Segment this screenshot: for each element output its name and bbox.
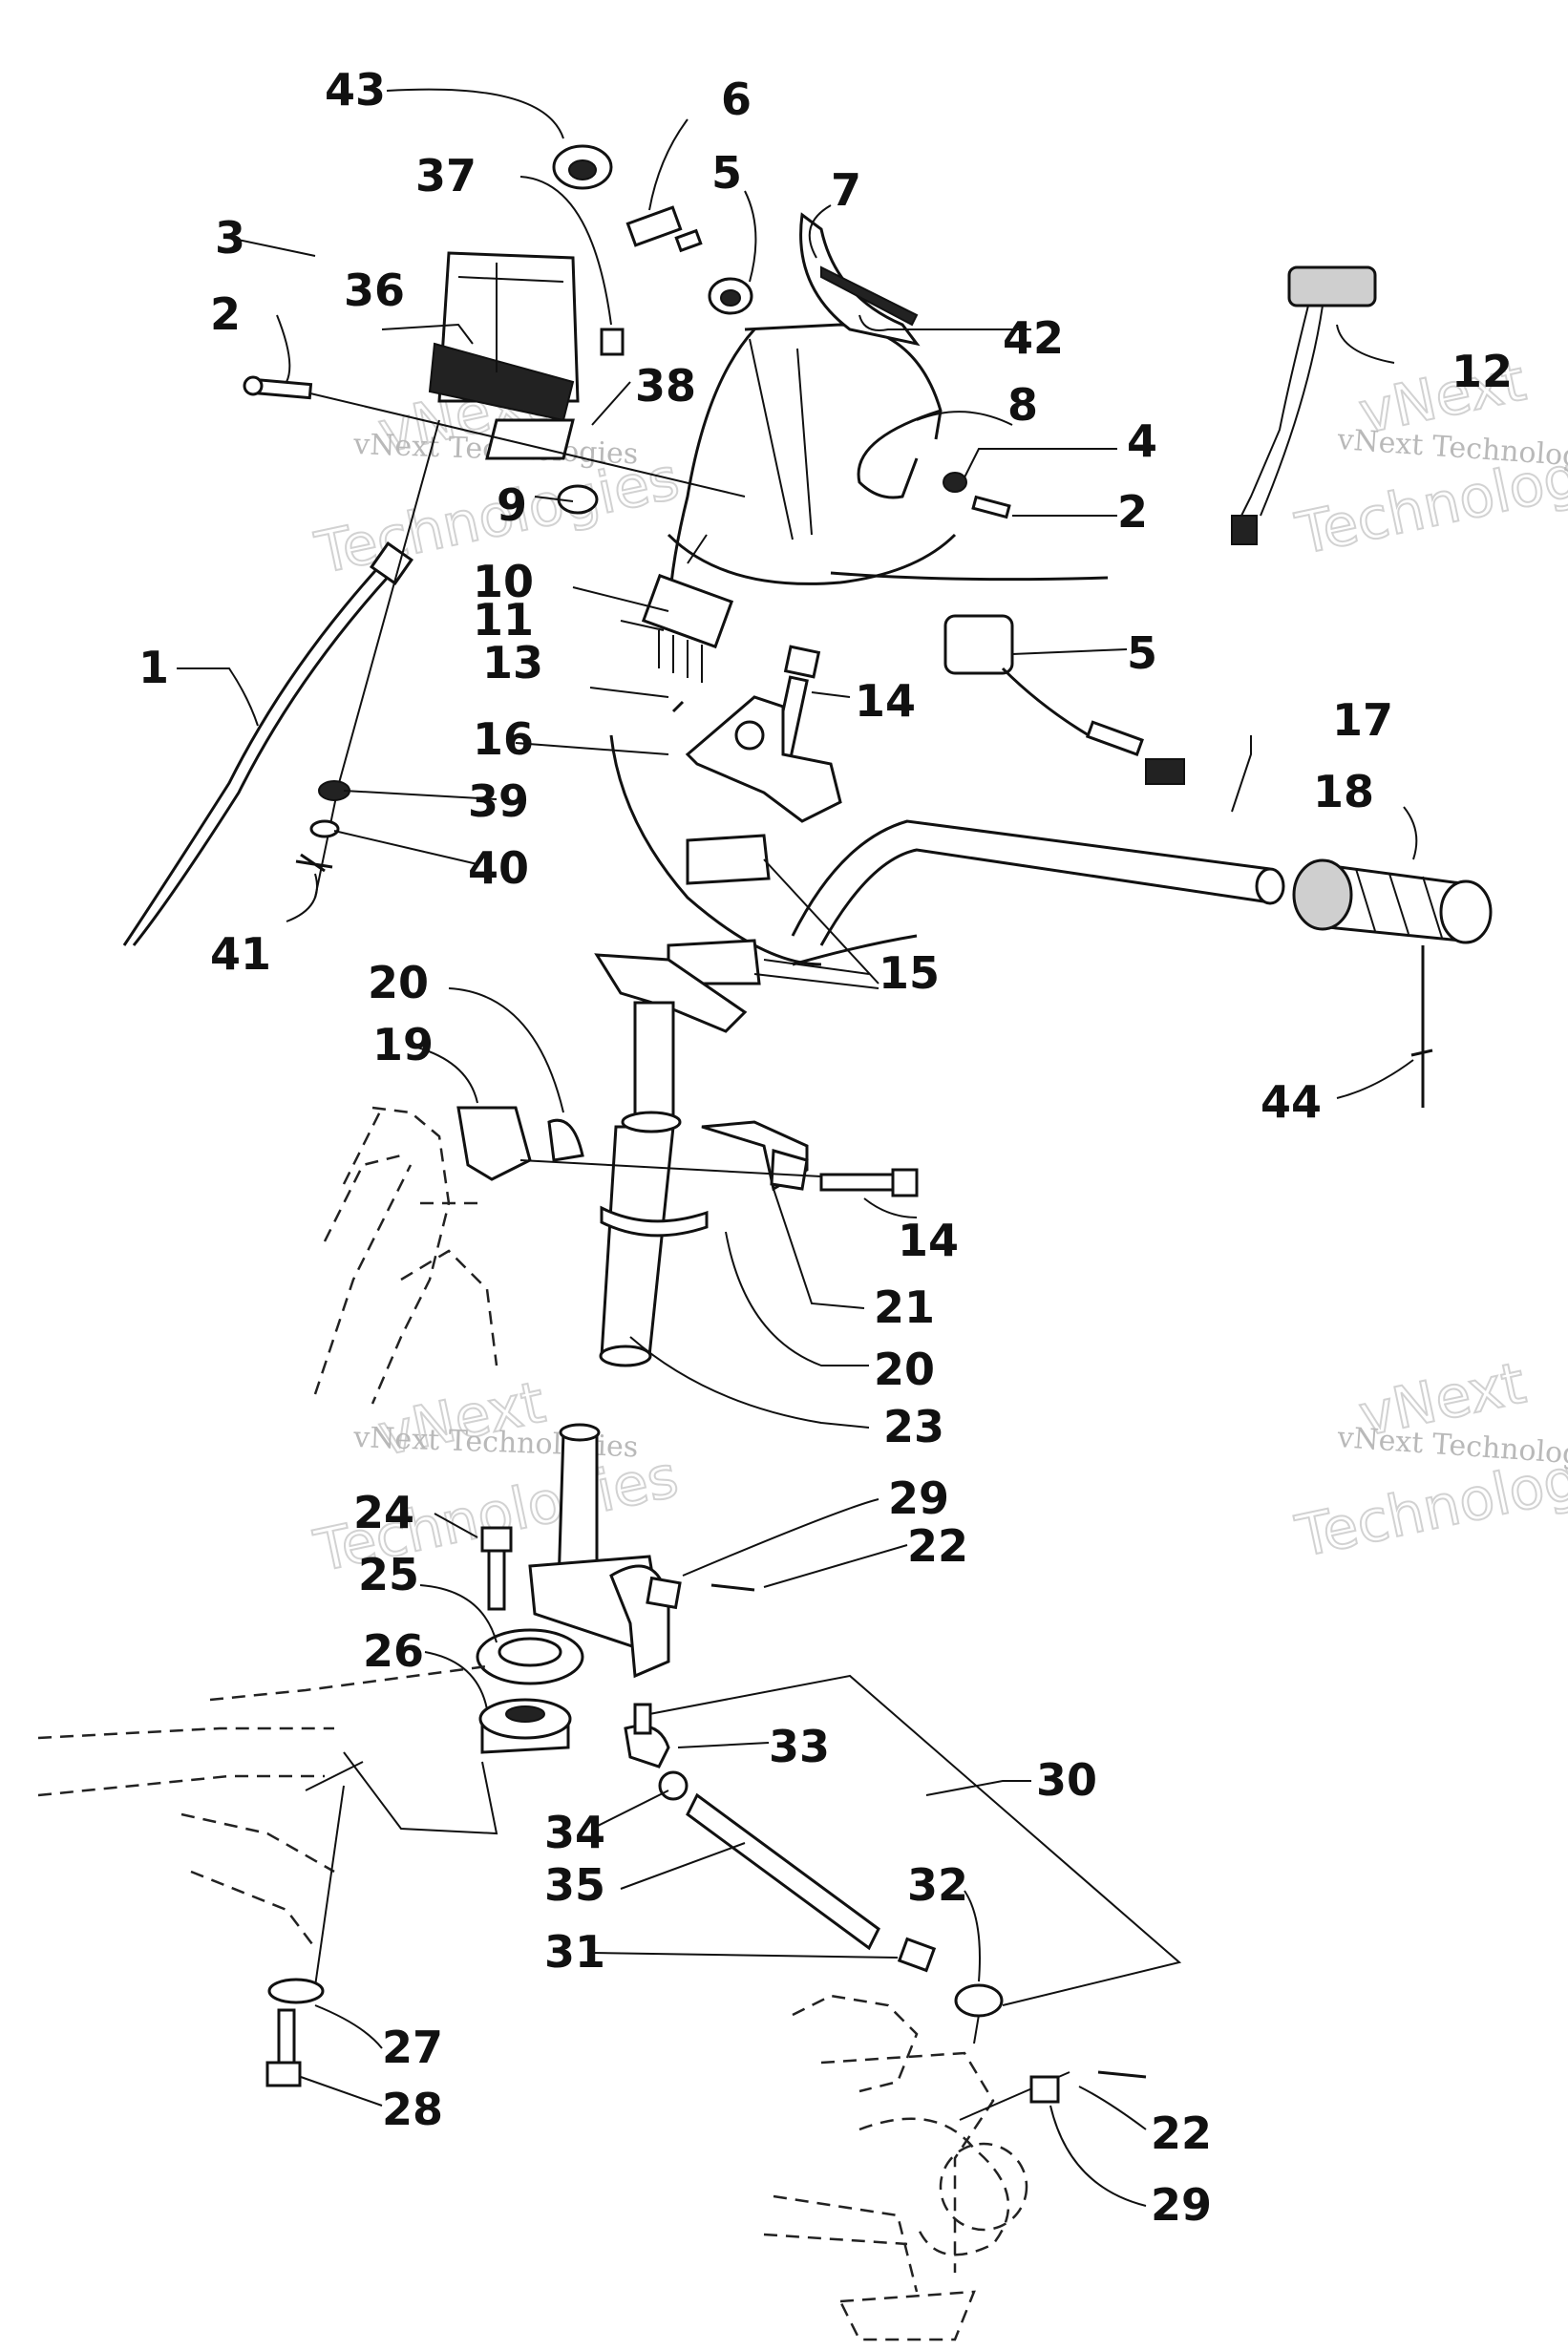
trim-piece [799, 212, 921, 347]
label-21: 21 [874, 1281, 935, 1333]
label-3: 3 [215, 212, 245, 264]
label-40: 40 [468, 842, 529, 894]
label-30: 30 [1036, 1754, 1097, 1806]
pin-part [671, 700, 685, 713]
label-28: 28 [382, 2084, 443, 2135]
label-11: 11 [473, 594, 534, 646]
label-34: 34 [544, 1807, 605, 1858]
label-2a: 2 [210, 288, 241, 340]
instrument-pod [428, 251, 580, 460]
label-37: 37 [415, 150, 477, 201]
label-9: 9 [497, 479, 527, 531]
bolt-24 [480, 1526, 513, 1611]
label-25: 25 [358, 1549, 419, 1600]
grip-part [1292, 858, 1493, 944]
pin-nut-lower [1029, 2070, 1147, 2104]
speedometer-cable [122, 541, 413, 946]
label-43: 43 [325, 64, 386, 116]
harness-part [1231, 265, 1377, 545]
label-20a: 20 [368, 957, 429, 1008]
frame-dashed-lower [37, 1664, 488, 1949]
label-35: 35 [544, 1859, 605, 1911]
label-33: 33 [769, 1721, 830, 1772]
washer-right [943, 472, 967, 493]
console-outline [609, 323, 1109, 966]
washer-bolt-lower [265, 1978, 325, 2087]
steering-post-upper [594, 953, 748, 1367]
fastener-stack [295, 419, 440, 899]
spindle-dashed [763, 1994, 1070, 2341]
label-23: 23 [883, 1401, 944, 1452]
connector-part [641, 534, 734, 683]
label-39: 39 [468, 775, 529, 827]
label-14b: 14 [898, 1215, 959, 1266]
label-29a: 29 [888, 1472, 949, 1524]
handlebar-part [791, 819, 1285, 946]
label-38: 38 [635, 360, 696, 412]
label-31: 31 [544, 1926, 605, 1978]
label-24: 24 [353, 1487, 414, 1538]
label-5b: 5 [1127, 627, 1157, 679]
label-22a: 22 [907, 1520, 968, 1572]
label-17: 17 [1332, 694, 1393, 746]
label-18: 18 [1313, 766, 1374, 817]
frame-dashed-upper [313, 1106, 498, 1405]
label-16: 16 [473, 713, 534, 765]
switch-part [943, 614, 1185, 785]
label-12: 12 [1451, 346, 1513, 397]
label-14a: 14 [855, 675, 916, 727]
bolt-left [243, 375, 746, 498]
watermark-company-cut: vNext Technolog [1335, 423, 1568, 474]
label-19: 19 [372, 1019, 434, 1070]
bearing-parts [476, 1628, 584, 1754]
label-7: 7 [831, 164, 861, 216]
label-6: 6 [721, 74, 752, 125]
leader-lines [177, 88, 1418, 2207]
label-13: 13 [482, 637, 543, 688]
label-26: 26 [363, 1625, 424, 1677]
part-number-labels: 43 6 37 5 7 3 36 2 42 12 38 8 4 9 2 10 1… [138, 64, 1513, 2231]
label-44: 44 [1261, 1076, 1322, 1128]
label-4: 4 [1127, 415, 1157, 467]
bolt-lower [819, 1168, 919, 1197]
label-32: 32 [907, 1859, 968, 1911]
clamp-assembly [456, 1106, 822, 1238]
label-20b: 20 [874, 1344, 935, 1395]
label-10: 10 [473, 556, 534, 607]
key-switch-parts [552, 144, 753, 356]
label-41: 41 [210, 928, 271, 980]
label-2b: 2 [1117, 486, 1148, 538]
label-29b: 29 [1151, 2179, 1212, 2231]
label-5a: 5 [711, 147, 742, 199]
tie-rod-assembly [624, 1674, 1182, 2044]
label-27: 27 [382, 2022, 443, 2073]
label-15: 15 [879, 947, 940, 999]
pin-grip [1410, 945, 1433, 1108]
label-1: 1 [138, 642, 169, 693]
label-36: 36 [344, 265, 405, 316]
watermark-company-cut: vNext Technolog [1335, 1421, 1568, 1472]
label-42: 42 [1003, 312, 1064, 364]
guide-lines-lower [305, 1751, 498, 1987]
label-22b: 22 [1151, 2107, 1212, 2159]
pin-nut-upper [646, 1576, 755, 1610]
bracket-part [685, 695, 842, 823]
label-8: 8 [1007, 379, 1038, 431]
bolt-right [971, 495, 1011, 519]
